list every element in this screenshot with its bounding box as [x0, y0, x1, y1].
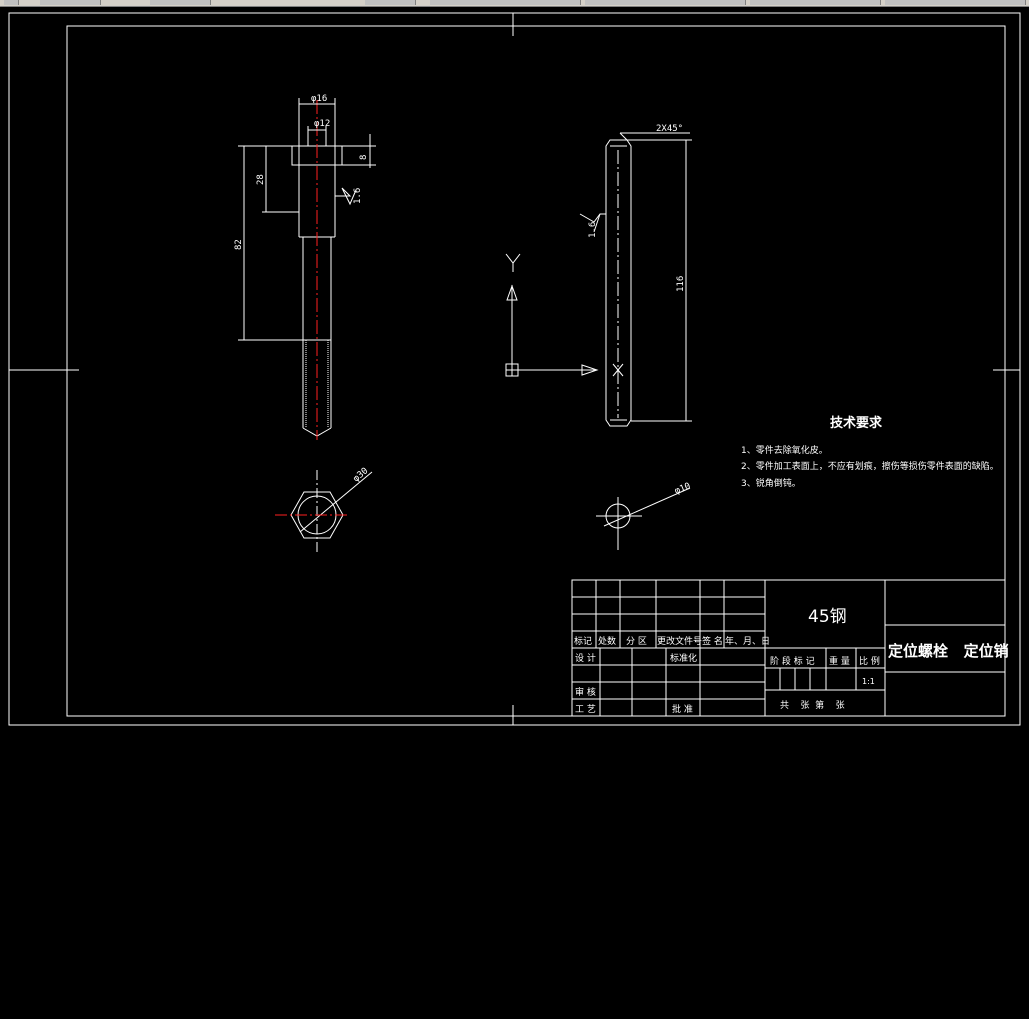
technical-requirements: 技术要求 1、零件去除氧化皮。 2、零件加工表面上，不应有划痕，擦伤等损伤零件表…	[741, 415, 999, 489]
dim-phi16: φ16	[311, 94, 327, 104]
hdr-docno: 更改文件号	[657, 635, 702, 647]
label-approve: 批 准	[672, 703, 693, 715]
toolbar-button-1[interactable]	[4, 0, 19, 5]
hdr-sign: 签 名	[702, 635, 723, 647]
tech-req-item-1: 1、零件去除氧化皮。	[741, 444, 828, 456]
label-design: 设 计	[575, 652, 596, 664]
dim-28: 28	[256, 174, 266, 185]
label-weight: 重 量	[829, 655, 850, 667]
toolbar-button-2[interactable]	[40, 0, 101, 5]
label-scale: 比 例	[859, 655, 880, 667]
tech-req-title: 技术要求	[830, 415, 883, 431]
bolt-hex-view: φ30	[275, 466, 373, 555]
label-review: 审 核	[575, 686, 596, 698]
ucs-y-text: Y	[1000, 1000, 1010, 1019]
pin-front-view: 2X45° 1.6 116	[579, 124, 692, 427]
toolbar-strip	[0, 0, 1029, 7]
dim-roughness-1: 1.6	[353, 188, 363, 204]
outer-border	[8, 12, 1021, 726]
pin-end-view	[596, 487, 691, 550]
scale-value: 1:1	[862, 677, 875, 686]
dim-8: 8	[359, 155, 369, 160]
centering-marks	[9, 13, 1020, 725]
tech-req-item-2: 2、零件加工表面上，不应有划痕，擦伤等损伤零件表面的缺陷。	[741, 460, 999, 472]
toolbar-dropdown-2[interactable]	[585, 0, 746, 5]
hdr-zone: 分 区	[626, 636, 647, 647]
hdr-mark: 标记	[574, 635, 592, 647]
bolt-front-view: φ16 φ12 8 28 82 1.6	[234, 94, 376, 440]
dim-82: 82	[234, 239, 244, 250]
toolbar-button-4[interactable]	[365, 0, 416, 5]
dim-chamfer: 2X45°	[656, 124, 683, 134]
dim-116: 116	[676, 276, 686, 292]
drawing-canvas[interactable]: φ16 φ12 8 28 82 1.6 φ30	[0, 6, 1029, 731]
toolbar-dropdown-4[interactable]	[885, 0, 1026, 5]
label-stage-mark: 阶 段 标 记	[770, 655, 815, 667]
label-standard: 标准化	[670, 652, 697, 664]
dim-phi30: φ30	[352, 466, 371, 484]
dim-phi12: φ12	[314, 119, 330, 129]
dim-phi10: φ10	[673, 481, 692, 496]
inner-border	[66, 25, 1006, 717]
hdr-count: 处数	[598, 635, 616, 647]
toolbar-dropdown-3[interactable]	[750, 0, 881, 5]
hdr-date: 年、月、日	[725, 635, 770, 647]
label-process: 工 艺	[575, 704, 596, 715]
title-block: 45钢 定位螺栓 定位销 标记 处数 分 区 更改文件号 签 名 年、月、日 设…	[571, 579, 1009, 717]
toolbar-button-3[interactable]	[150, 0, 211, 5]
dim-roughness-2: 1.6	[588, 222, 598, 238]
tech-req-item-3: 3、锐角倒钝。	[741, 477, 801, 489]
material: 45钢	[808, 607, 847, 627]
part-names: 定位螺栓 定位销	[888, 642, 1009, 660]
ucs-icon	[505, 253, 599, 377]
label-sheets: 共 张 第 张	[780, 699, 845, 711]
toolbar-dropdown-1[interactable]	[430, 0, 581, 5]
